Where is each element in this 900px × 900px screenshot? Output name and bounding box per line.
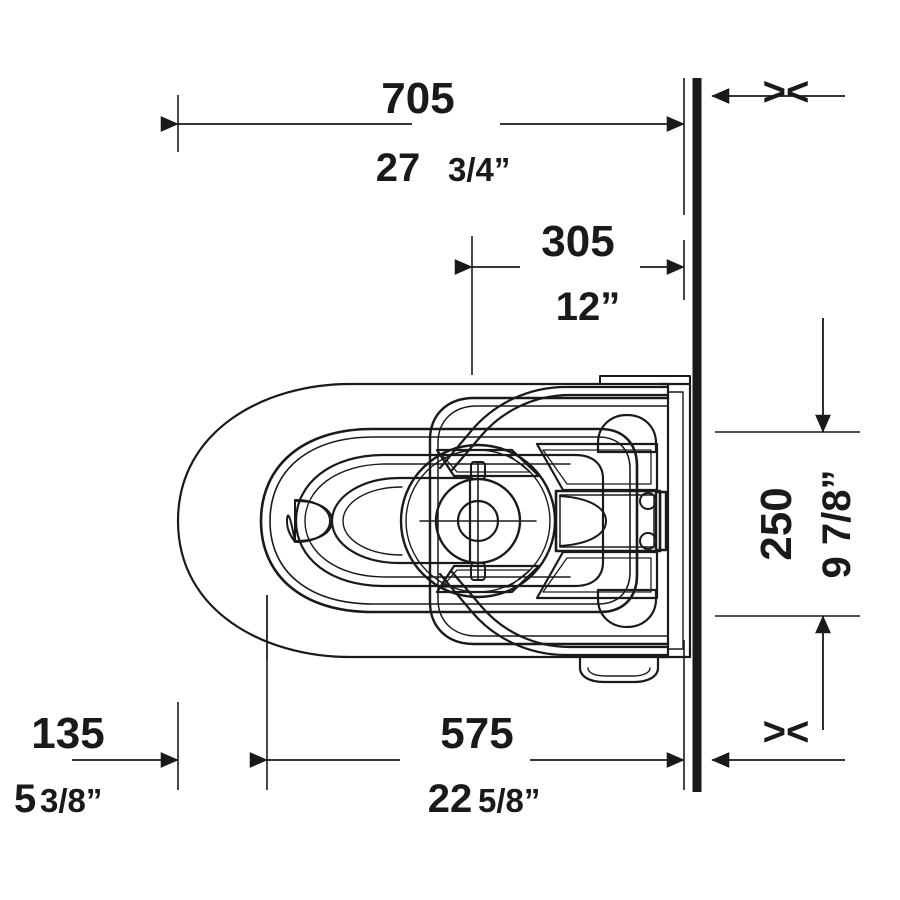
lower-angled-panel-inner: [441, 569, 531, 588]
dimension-575-metric: 575: [440, 709, 513, 758]
svg-text:27: 27: [376, 146, 421, 190]
dimension-250-imperial: 9 7/8”: [815, 470, 859, 579]
dimension-705: 705 27 3/4”: [160, 74, 685, 190]
seat-outer-ring: [259, 427, 639, 614]
ceramic-outer-body: [176, 382, 670, 659]
dimension-250: 250 9 7/8”: [752, 318, 859, 730]
bowl-glaze-line: [304, 463, 571, 578]
lid-frame-outer-2: [437, 405, 669, 637]
xmark-top: ><: [763, 70, 810, 114]
svg-text:5: 5: [14, 777, 36, 821]
dimension-135-imperial: 5 3/8”: [14, 777, 102, 821]
svg-text:22: 22: [428, 777, 473, 821]
dimension-305: 305 12”: [454, 217, 685, 329]
nozzle-right-bar: [654, 490, 668, 552]
lid-frame-outer: [428, 396, 670, 646]
svg-text:3/8”: 3/8”: [40, 782, 102, 819]
lid-hinge-upper-2: [450, 393, 670, 472]
lid-hinge-lower: [438, 572, 670, 657]
svg-text:5/8”: 5/8”: [478, 782, 540, 819]
dimension-305-imperial: 12”: [556, 285, 621, 329]
lid-hinge-upper: [438, 385, 670, 470]
nozzle-tip-oval-alt: [295, 500, 333, 542]
lower-angled-panel: [435, 564, 541, 594]
compressed-dimension-top: ><: [711, 70, 845, 114]
dimension-705-imperial: 27 3/4”: [376, 146, 511, 190]
slot-pin-top: [470, 461, 486, 480]
bowl-funnel-edge: [342, 486, 403, 556]
bowl-inner-rim: [294, 453, 605, 588]
dimension-575: 575 22 5/8”: [249, 709, 685, 821]
xmark-bottom: ><: [763, 710, 810, 754]
nozzle-tip-oval: [286, 499, 331, 543]
wall-mount-flange: [658, 382, 692, 659]
extension-lines: [177, 78, 860, 790]
drain-outlet: [578, 655, 660, 684]
hinge-pad-bottom: [596, 588, 658, 629]
bowl-funnel: [330, 476, 472, 565]
dimension-135-metric: 135: [31, 709, 104, 758]
dimension-250-metric: 250: [752, 487, 801, 560]
center-crosshair: [419, 462, 537, 580]
compressed-dimension-bottom: ><: [711, 710, 845, 768]
nozzle-bulb: [559, 495, 607, 547]
lower-right-panel-inner: [542, 557, 652, 593]
drain-outlet-inner: [587, 667, 651, 677]
svg-text:3/4”: 3/4”: [448, 151, 510, 188]
top-edge-strip: [599, 375, 691, 385]
seat-outer-ring-inner: [269, 436, 631, 605]
upper-angled-panel-inner: [441, 454, 531, 473]
upper-right-panel-inner: [542, 449, 652, 485]
dimension-135: 135 5 3/8”: [14, 709, 179, 821]
dimension-305-metric: 305: [541, 217, 614, 266]
hinge-pad-top: [596, 413, 658, 454]
nozzle-assembly-block: [554, 489, 662, 553]
lid-hinge-lower-2: [450, 570, 670, 649]
dimension-575-imperial: 22 5/8”: [428, 777, 541, 821]
toilet-plan-view: [176, 375, 692, 684]
dimension-705-metric: 705: [381, 74, 454, 123]
wall-mount-flange-inner: [667, 391, 684, 650]
upper-angled-panel: [435, 448, 541, 478]
